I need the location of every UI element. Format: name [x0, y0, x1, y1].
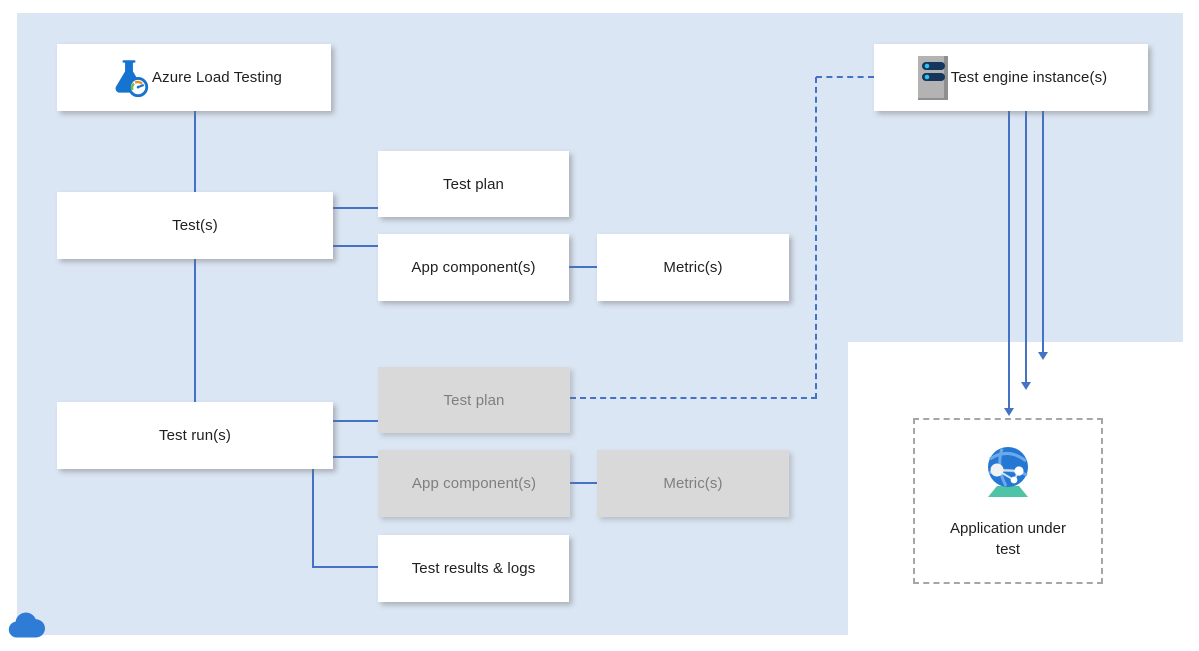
node-label: Test plan: [443, 175, 504, 193]
node-app-components-run: App component(s): [378, 450, 570, 517]
node-metrics: Metric(s): [597, 234, 789, 301]
connector-testruns-to-testplan-run: [333, 420, 378, 422]
arrowhead-engine-1: [1004, 408, 1014, 416]
connector-tests-to-testplan: [333, 207, 378, 209]
connector-testruns-to-appcomponents-run: [333, 456, 378, 458]
connector-alt-to-tests: [194, 111, 196, 192]
arrow-line-engine-3: [1042, 111, 1044, 352]
node-label: Test engine instance(s): [950, 69, 1108, 86]
node-test-plan-run: Test plan: [378, 367, 570, 433]
connector-appcomponents-to-metrics: [569, 266, 597, 268]
arrow-line-engine-1: [1008, 111, 1010, 408]
node-label: Metric(s): [663, 475, 723, 492]
arrow-line-engine-2: [1025, 111, 1027, 382]
arrowhead-engine-3: [1038, 352, 1048, 360]
cloud-icon: [7, 610, 45, 644]
dashed-connector-bottom: [570, 397, 817, 399]
node-label: Azure Load Testing: [152, 69, 282, 86]
node-label: Application under test: [950, 519, 1066, 559]
node-azure-load-testing: Azure Load Testing: [57, 44, 331, 111]
node-label: Test run(s): [159, 427, 231, 444]
node-metrics-run: Metric(s): [597, 450, 789, 517]
node-application-under-test: Application under test: [913, 418, 1103, 584]
connector-tests-to-testruns: [194, 259, 196, 402]
node-label: Test(s): [172, 217, 218, 234]
dashed-connector-vertical: [815, 77, 817, 399]
node-label: Test plan: [443, 391, 505, 409]
connector-testruns-to-results-vertical: [312, 469, 314, 568]
connector-testruns-to-results-horizontal: [312, 566, 378, 568]
server-icon: [915, 54, 951, 102]
node-label: App component(s): [411, 259, 536, 276]
node-label: Metric(s): [663, 259, 723, 276]
dashed-connector-top: [816, 76, 874, 78]
node-label: App component(s): [411, 475, 537, 492]
load-testing-flask-icon: [106, 55, 152, 101]
node-tests: Test(s): [57, 192, 333, 259]
connector-appcomponents-run-to-metrics-run: [570, 482, 597, 484]
node-test-plan: Test plan: [378, 151, 569, 217]
node-test-runs: Test run(s): [57, 402, 333, 469]
node-app-components: App component(s): [378, 234, 569, 301]
node-test-engine-instances: Test engine instance(s): [874, 44, 1148, 111]
connector-tests-to-appcomponents: [333, 245, 378, 247]
arrowhead-engine-2: [1021, 382, 1031, 390]
node-label: Test results & logs: [411, 560, 536, 577]
node-test-results: Test results & logs: [378, 535, 569, 602]
globe-network-icon: [976, 441, 1040, 510]
